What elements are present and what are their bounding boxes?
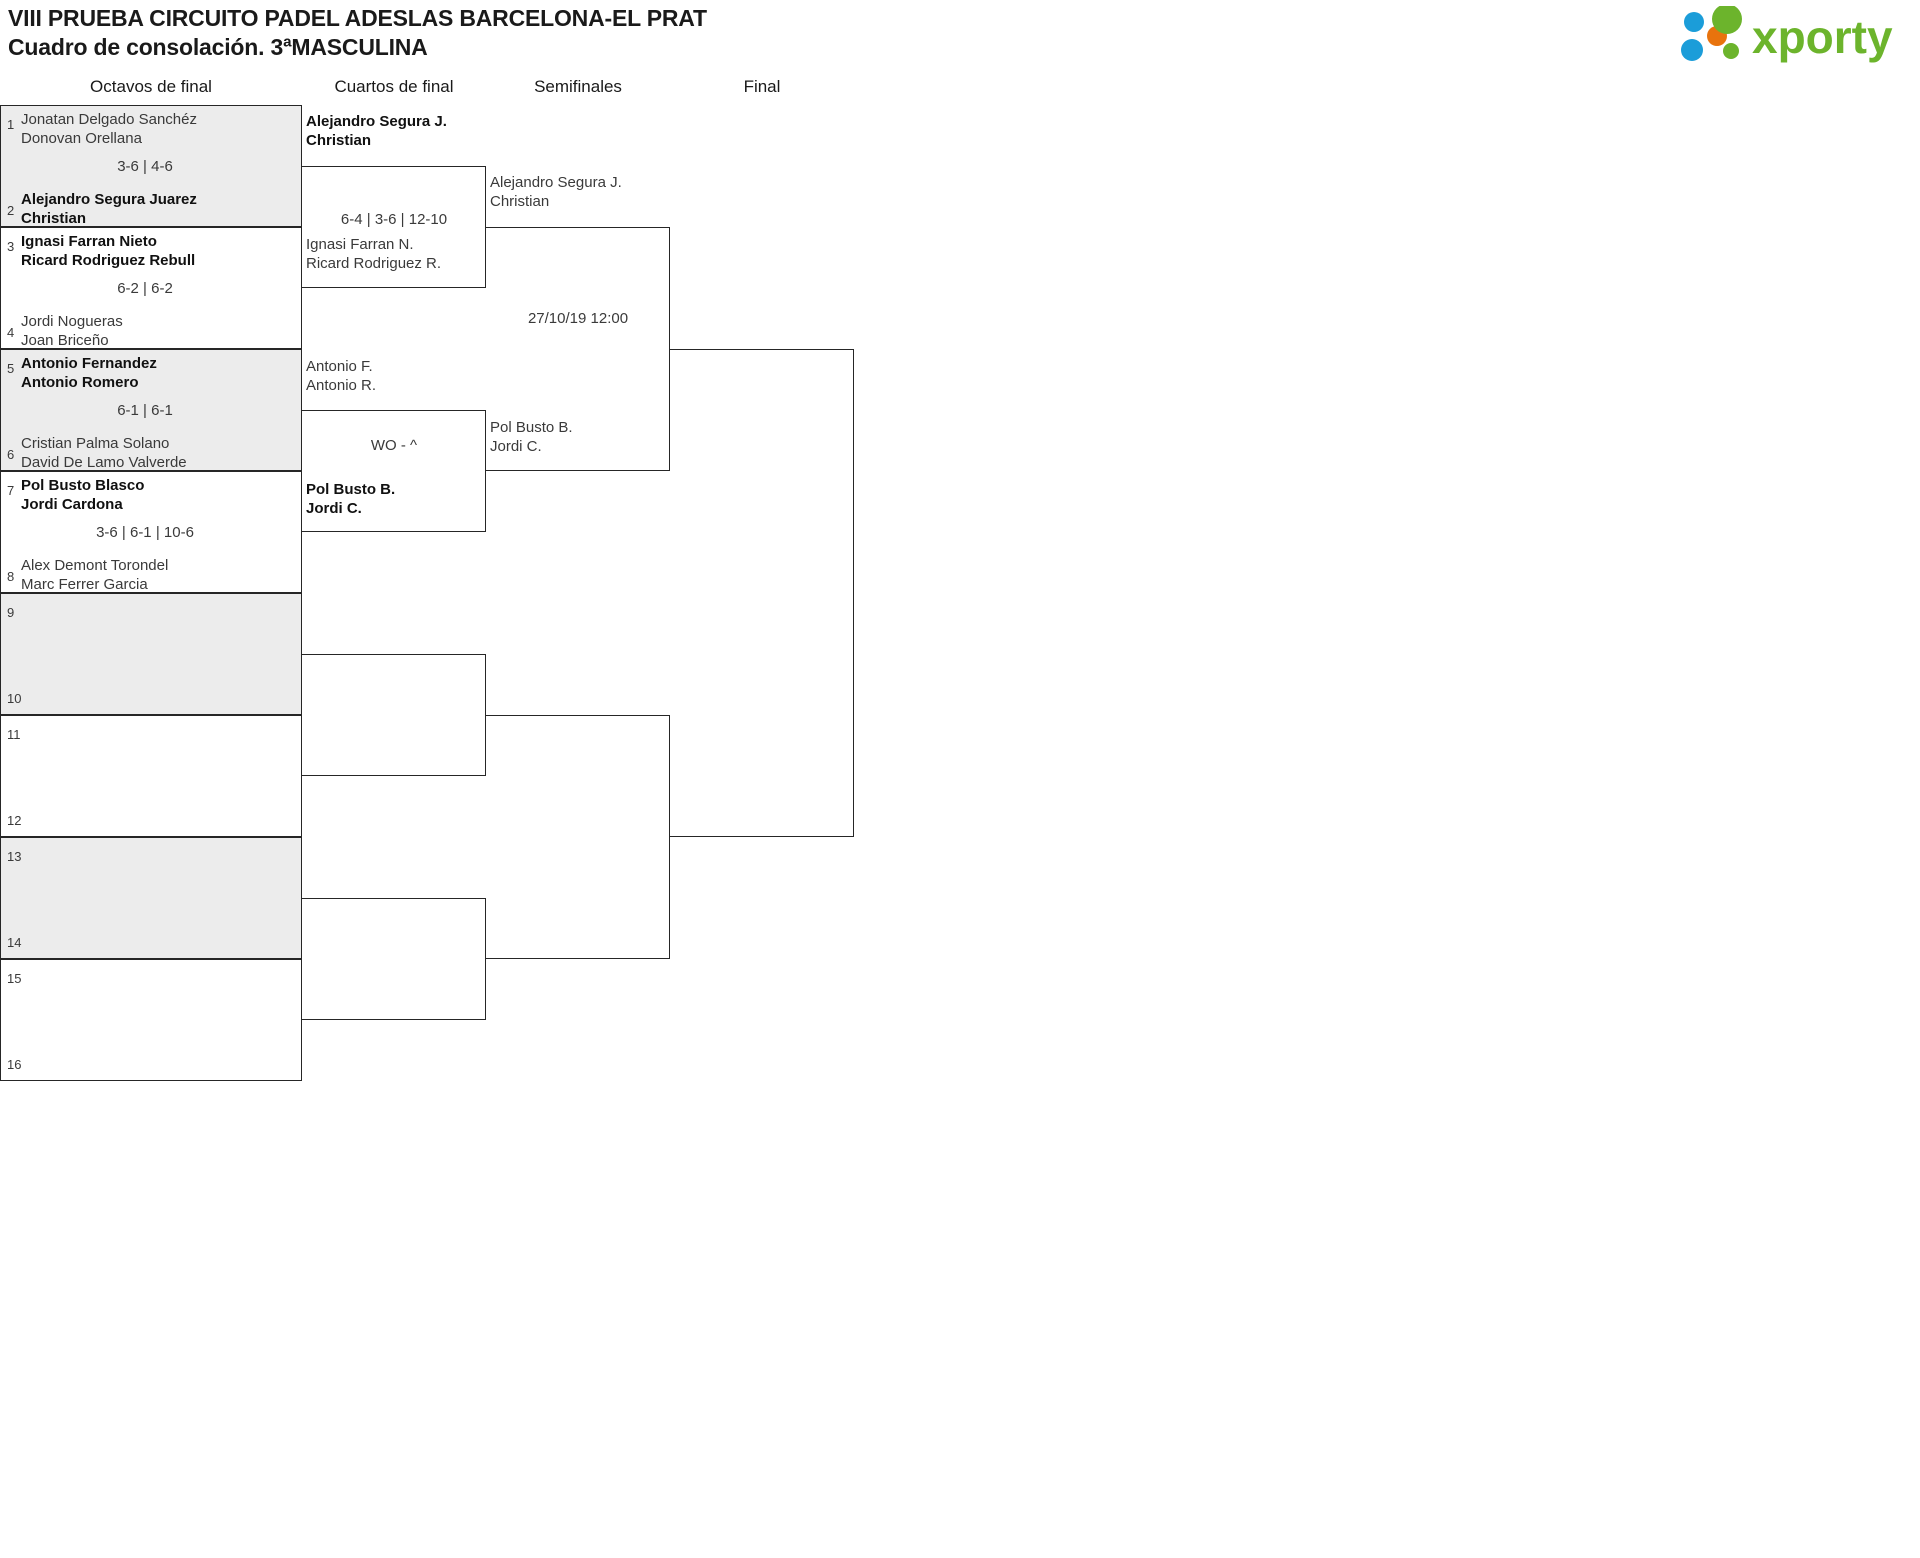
r1-seed-8: 8 xyxy=(7,569,15,584)
r1-score-2: 6-2 | 6-2 xyxy=(117,280,173,297)
logo-dot-blue-top xyxy=(1684,12,1704,32)
r1-seed-4: 4 xyxy=(7,325,15,340)
r3-match-2[interactable] xyxy=(486,715,670,959)
r1-team-6: Cristian Palma Solano David De Lamo Valv… xyxy=(21,435,187,471)
round-header-cuartos: Cuartos de final xyxy=(334,77,454,96)
r1-team-1: Jonatan Delgado Sanchéz Donovan Orellana xyxy=(21,111,197,147)
r1-seed-16: 16 xyxy=(7,1057,22,1072)
r1-match-1[interactable]: 1 Jonatan Delgado Sanchéz Donovan Orella… xyxy=(0,105,302,227)
logo-dot-green-small xyxy=(1723,43,1739,59)
r1-seed-6: 6 xyxy=(7,447,15,462)
r2-score-2: WO - ^ xyxy=(370,437,418,454)
r1-seed-5: 5 xyxy=(7,361,15,376)
logo-svg: xporty xyxy=(1681,4,1893,63)
r1-seed-13: 13 xyxy=(7,849,22,864)
r1-seed-1: 1 xyxy=(7,117,15,132)
r1-seed-14: 14 xyxy=(7,935,22,950)
r1-score-1: 3-6 | 4-6 xyxy=(117,158,173,175)
r1-match-8[interactable]: 15 16 xyxy=(0,959,302,1081)
r2-match-3[interactable] xyxy=(302,654,486,776)
r3-match-1-bottom-team: Pol Busto B. Jordi C. xyxy=(490,419,573,455)
r1-match-4[interactable]: 7 Pol Busto Blasco Jordi Cardona 3-6 | 6… xyxy=(0,471,302,593)
r1-team-2: Alejandro Segura Juarez Christian xyxy=(21,191,197,227)
r1-team-7: Pol Busto Blasco Jordi Cardona xyxy=(21,477,145,513)
r1-team-5: Antonio Fernandez Antonio Romero xyxy=(21,355,157,391)
r2-match-2[interactable]: WO - ^ xyxy=(302,410,486,532)
r1-seed-11: 11 xyxy=(7,727,21,742)
r1-seed-15: 15 xyxy=(7,971,22,986)
r3-match-1-top-team: Alejandro Segura J. Christian xyxy=(490,174,622,210)
r1-seed-7: 7 xyxy=(7,483,15,498)
r1-match-6[interactable]: 11 12 xyxy=(0,715,302,837)
tournament-title-line-1: VIII PRUEBA CIRCUITO PADEL ADESLAS BARCE… xyxy=(8,5,707,31)
r1-team-8: Alex Demont Torondel Marc Ferrer Garcia xyxy=(21,557,169,593)
r2-score-1: 6-4 | 3-6 | 12-10 xyxy=(340,211,448,228)
r1-score-4: 3-6 | 6-1 | 10-6 xyxy=(96,524,194,541)
r1-match-7[interactable]: 13 14 xyxy=(0,837,302,959)
r1-seed-12: 12 xyxy=(7,813,22,828)
logo-dot-blue-bottom xyxy=(1681,39,1703,61)
logo-dot-green-large xyxy=(1712,4,1742,34)
r1-team-4: Jordi Nogueras Joan Briceño xyxy=(21,313,123,349)
r2-match-1[interactable]: 6-4 | 3-6 | 12-10 xyxy=(302,166,486,288)
round-header-octavos: Octavos de final xyxy=(90,77,212,96)
round-header-final: Final xyxy=(743,77,781,96)
r1-seed-2: 2 xyxy=(7,203,15,218)
r1-match-2[interactable]: 3 Ignasi Farran Nieto Ricard Rodriguez R… xyxy=(0,227,302,349)
r2-match-1-bottom-team: Ignasi Farran N. Ricard Rodriguez R. xyxy=(306,236,442,272)
page-title: VIII PRUEBA CIRCUITO PADEL ADESLAS BARCE… xyxy=(8,4,1208,62)
r4-match-final[interactable] xyxy=(670,349,854,837)
r1-match-5[interactable]: 9 10 xyxy=(0,593,302,715)
logo-wordmark: xporty xyxy=(1752,11,1893,63)
r2-match-2-top-team: Antonio F. Antonio R. xyxy=(306,358,377,394)
r1-match-3[interactable]: 5 Antonio Fernandez Antonio Romero 6-1 |… xyxy=(0,349,302,471)
r2-match-4[interactable] xyxy=(302,898,486,1020)
r1-seed-3: 3 xyxy=(7,239,15,254)
r2-match-2-bottom-team: Pol Busto B. Jordi C. xyxy=(306,481,396,517)
r1-seed-9: 9 xyxy=(7,605,15,620)
round-header-semifinales: Semifinales xyxy=(534,77,622,96)
xporty-logo: xporty xyxy=(1668,4,1908,64)
r3-score-1: 27/10/19 12:00 xyxy=(527,310,629,327)
r1-seed-10: 10 xyxy=(7,691,22,706)
r1-team-3: Ignasi Farran Nieto Ricard Rodriguez Reb… xyxy=(21,233,196,269)
r2-match-1-top-team: Alejandro Segura J. Christian xyxy=(306,113,447,149)
r1-score-3: 6-1 | 6-1 xyxy=(117,402,173,419)
r3-match-1[interactable]: 27/10/19 12:00 xyxy=(486,227,670,471)
tournament-subtitle-line-2: Cuadro de consolación. 3ªMASCULINA xyxy=(8,34,428,60)
